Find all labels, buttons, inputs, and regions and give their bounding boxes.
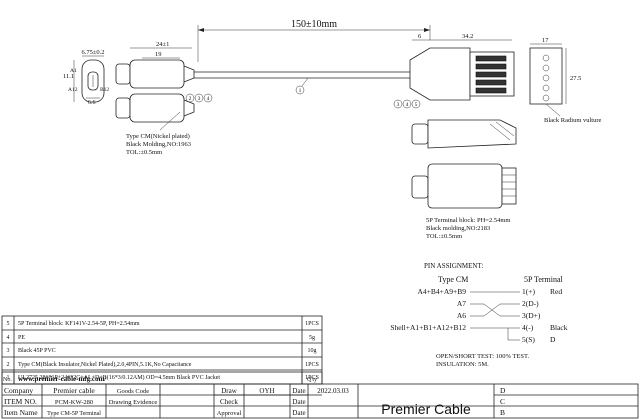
callout-5: 5 <box>415 102 418 108</box>
pin-row-4-color: Black <box>550 323 568 332</box>
pin-row-4-left: Shell+A1+B1+A12+B12 <box>390 323 466 332</box>
typec-side-view: 24±1 19 2 3 4 <box>115 41 213 123</box>
callout-2: 2 <box>189 96 192 102</box>
title-block: Company Premier cable Goods Code Draw OY… <box>1 383 639 419</box>
pin-row-1-right: 1(+) <box>522 287 535 296</box>
bom-row-1-no: 5 <box>7 321 10 327</box>
callout-4: 4 <box>207 96 210 102</box>
bom-row-1-qty: 1PCS <box>305 321 319 327</box>
brand-title: Premier Cable <box>381 401 471 417</box>
pin-right-header: 5P Terminal <box>524 275 564 284</box>
bom-header: No. www.premier-cable-mfg.com/ Q'ty <box>1 371 323 385</box>
date-label-2: Date <box>292 398 305 406</box>
pin-a1-label: A1 <box>70 68 77 74</box>
insulation-note: INSULATION: 5M. <box>436 361 489 368</box>
date-label-3: Date <box>292 409 305 417</box>
bom-row-4-qty: 1PCS <box>305 362 319 368</box>
pin-assignment-title: PIN ASSIGNMENT: <box>424 262 483 270</box>
pin-row-3-right: 3(D+) <box>522 311 541 320</box>
black-radium-note: Black Radium vulture <box>544 117 602 124</box>
total-length-label: 150±10mm <box>291 19 337 30</box>
item-no-value: PCM-KW-280 <box>55 399 93 406</box>
draw-value: OYH <box>259 387 274 395</box>
pin-row-4-right: 4(-) <box>522 323 534 332</box>
bom-row-4-no: 2 <box>7 362 10 368</box>
pin-a12-label: A12 <box>68 87 78 93</box>
terminal-note-3: TOL:±0.5mm <box>426 233 462 240</box>
company-label: Company <box>4 386 33 395</box>
test-note: OPEN/SHORT TEST: 100% TEST. <box>436 353 529 360</box>
bom-row-1-item: 5P Terminal block: KF141V-2.54-5P, PH=2.… <box>18 321 140 327</box>
width-6-75-label: 6.75±0.2 <box>81 49 104 56</box>
drawing-evidence-label: Drawing Evidence <box>109 399 158 406</box>
bom-row-5-item: UL2725 28#*1P+24#*2C+AL+D+B(16*3/0.12AM)… <box>18 374 220 381</box>
bom-row-3-qty: 10g <box>308 348 317 354</box>
pin-assignment: PIN ASSIGNMENT: Type CM 5P Terminal A4+B… <box>390 262 567 368</box>
terminal-pins <box>475 55 507 94</box>
bom-table: 5 5P Terminal block: KF141V-2.54-5P, PH=… <box>1 315 323 385</box>
pin-row-1-left: A4+B4+A9+B9 <box>417 287 466 296</box>
total-length-dimension: 150±10mm <box>197 19 431 62</box>
rev-c: C <box>500 397 505 406</box>
bom-row-2-no: 4 <box>7 335 10 341</box>
typec-front-view: 6.75±0.2 11.1 A1 A12 B12 6.6 <box>63 49 109 106</box>
callout-3b: 3 <box>397 102 400 108</box>
bom-row-3-no: 3 <box>7 348 10 354</box>
len-24-label: 24±1 <box>156 41 169 48</box>
date-value: 2022.03.03 <box>317 387 349 395</box>
bom-row-4-item: Type CM(Black Insulator,Nickel Plated),2… <box>18 361 192 368</box>
len-19-label: 19 <box>155 51 162 58</box>
left-6-label: 6 <box>418 33 422 40</box>
approval-label: Approval <box>217 410 242 417</box>
terminal-side-view-2 <box>411 163 517 209</box>
bom-header-qty: Q'ty <box>307 377 317 383</box>
bom-row-5-no: 1 <box>7 375 10 381</box>
callout-1: 1 <box>299 88 302 94</box>
terminal-end-view: 17 27.5 Black Radium vulture <box>529 37 602 124</box>
date-label-1: Date <box>292 387 305 395</box>
company-value: Premier cable <box>53 386 95 395</box>
typec-note-2: Black Molding,NO:1963 <box>126 141 191 148</box>
pin-row-5-color: D <box>550 335 556 344</box>
bom-row-2-item: PE <box>18 335 25 341</box>
top-17-label: 17 <box>542 37 549 44</box>
goods-code-label: Goods Code <box>117 388 149 395</box>
width-6-6-label: 6.6 <box>88 100 96 106</box>
bom-row-3-item: Black 45P PVC <box>18 348 56 354</box>
terminal-side-view-1 <box>411 119 517 149</box>
pin-left-header: Type CM <box>438 275 468 284</box>
rev-d: D <box>500 386 506 395</box>
terminal-block-top: 6 34.2 3 4 5 <box>393 33 515 109</box>
item-name-value: Type CM-5P Terminal <box>47 411 101 417</box>
pin-row-5-right: 5(S) <box>522 335 535 344</box>
draw-label: Draw <box>221 387 237 395</box>
typec-note-3: TOL:±0.5mm <box>126 149 162 156</box>
height-11-1-label: 11.1 <box>63 73 74 80</box>
callout-3: 3 <box>198 96 201 102</box>
typec-note-1: Type CM(Nickel plated) <box>126 133 190 140</box>
pin-row-2-right: 2(D-) <box>522 299 539 308</box>
item-no-label: ITEM NO. <box>4 397 37 406</box>
terminal-note-2: Black molding,NO:2183 <box>426 225 490 232</box>
height-27-5-label: 27.5 <box>570 75 581 82</box>
bom-header-website: www.premier-cable-mfg.com/ <box>18 375 107 383</box>
pin-b12-label: B12 <box>100 87 109 93</box>
len-34-2-label: 34.2 <box>462 33 473 40</box>
pin-row-1-color: Red <box>550 287 562 296</box>
pin-row-2-left: A7 <box>457 299 466 308</box>
pin-row-3-left: A6 <box>457 311 466 320</box>
bom-row-2-qty: 5g <box>309 335 315 341</box>
callout-4b: 4 <box>406 102 409 108</box>
item-name-label: Item Name <box>4 408 38 417</box>
cable: 1 <box>194 71 410 95</box>
check-label: Check <box>220 398 238 406</box>
bom-header-no: No. <box>3 377 12 383</box>
bom-row-5-qty: 1PCS <box>305 375 319 381</box>
terminal-note-1: 5P Terminal block: PH=2.54mm <box>426 217 510 224</box>
rev-b: B <box>500 408 505 417</box>
